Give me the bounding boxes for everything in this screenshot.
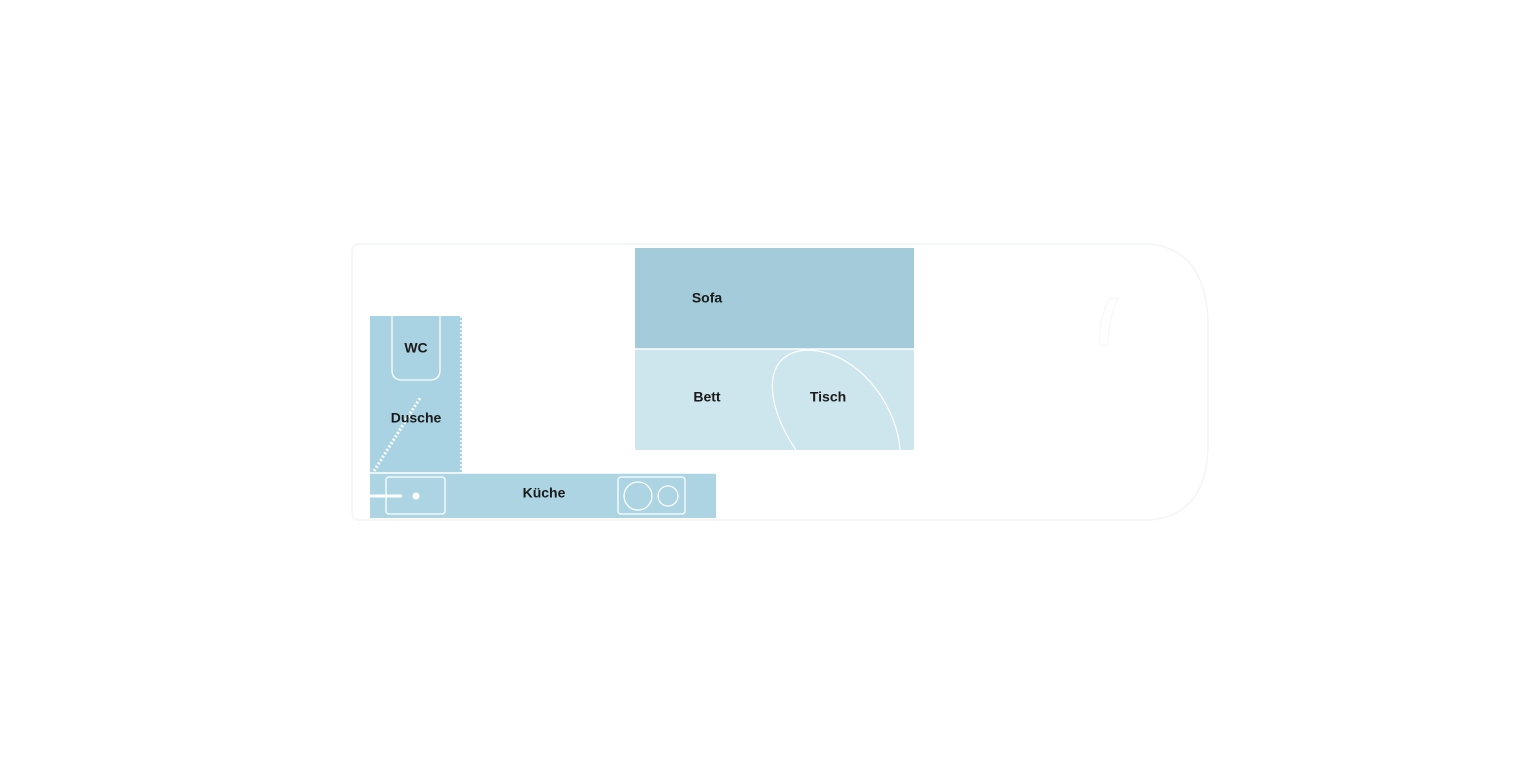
bed-area — [635, 349, 914, 450]
tisch-label: Tisch — [810, 389, 846, 405]
stove-burner-small-icon — [657, 485, 679, 507]
sink-drain-icon — [412, 492, 420, 500]
table-outline — [771, 349, 901, 451]
sofa-area — [635, 248, 914, 349]
stove-burner-large-icon — [623, 481, 653, 511]
wc-label: WC — [404, 340, 427, 356]
kueche-label: Küche — [523, 485, 566, 501]
wc-outline — [391, 316, 441, 381]
dusche-label: Dusche — [391, 410, 442, 426]
stove-outline — [617, 476, 686, 515]
vehicle-outline — [351, 243, 1209, 521]
vehicle-window-outline — [1099, 297, 1119, 346]
bathroom-area — [370, 316, 462, 473]
sofa-label: Sofa — [692, 290, 723, 306]
bett-label: Bett — [693, 389, 721, 405]
